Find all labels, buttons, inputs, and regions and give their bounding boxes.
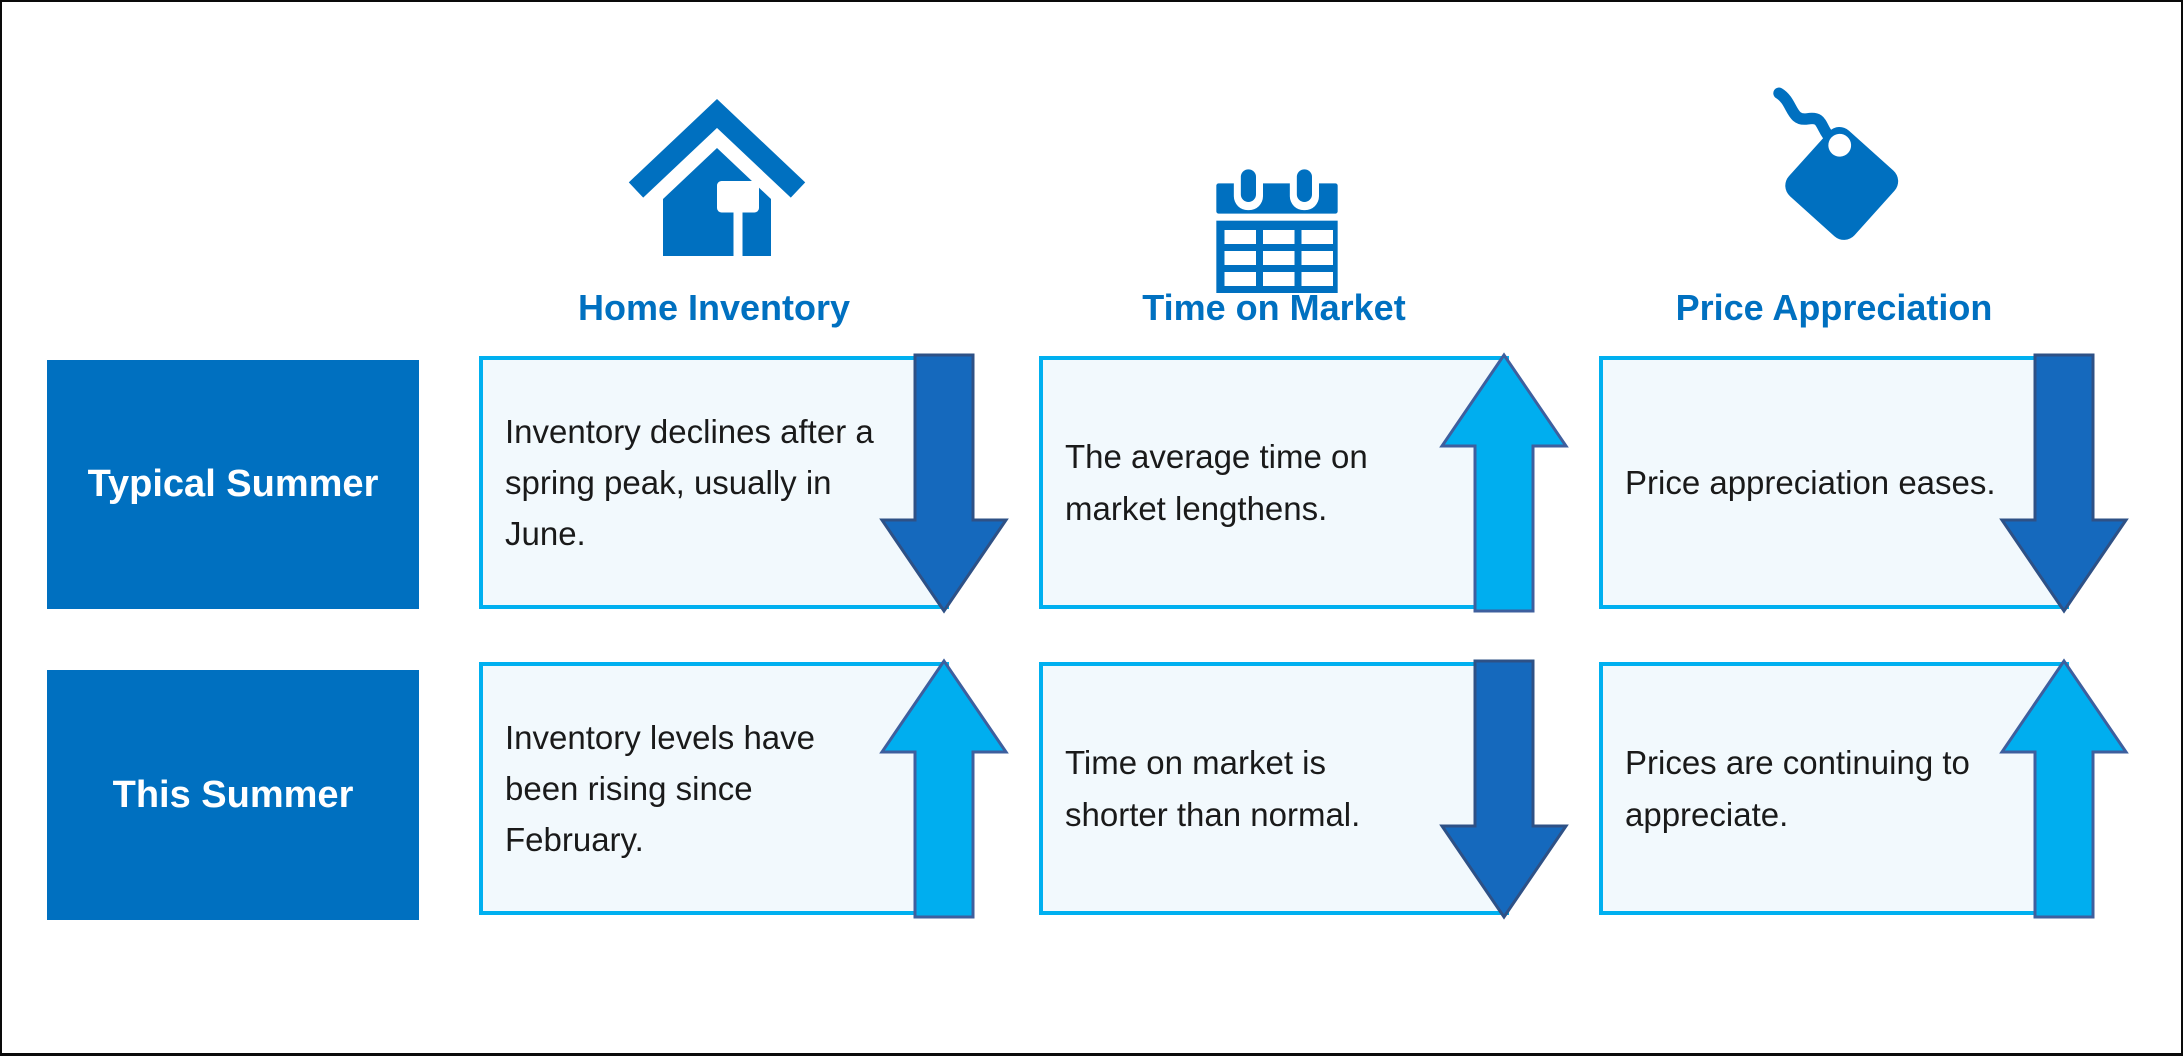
trend-arrow-icon bbox=[879, 658, 1009, 919]
cell-text: Price appreciation eases. bbox=[1625, 463, 1996, 501]
cell-text: The average time on market lengthens. bbox=[1065, 438, 1368, 527]
price-tag-icon bbox=[1772, 87, 1898, 240]
cell-text: Time on market is shorter than normal. bbox=[1065, 744, 1361, 833]
cell-text: Inventory levels have been rising since … bbox=[505, 718, 816, 859]
trend-arrow-icon bbox=[879, 353, 1009, 614]
column-label-time-on-market: Time on Market bbox=[1142, 287, 1406, 328]
column-label-home-inventory: Home Inventory bbox=[577, 287, 851, 328]
column-label-price-appreciation: Price Appreciation bbox=[1675, 287, 1993, 328]
cell-this-summer-time-on-market: Time on market is shorter than normal. bbox=[1039, 662, 1509, 915]
trend-arrow-icon bbox=[1999, 353, 2129, 614]
trend-arrow-icon bbox=[1999, 658, 2129, 919]
price-appreciation-icon-wrap bbox=[1714, 74, 1954, 264]
cell-typical-summer-home-inventory: Inventory declines after a spring peak, … bbox=[479, 356, 949, 609]
trend-arrow-icon bbox=[1439, 659, 1569, 920]
calendar-icon bbox=[1216, 163, 1338, 293]
cell-typical-summer-price-appreciation: Price appreciation eases. bbox=[1599, 356, 2069, 609]
home-inventory-icon-wrap bbox=[597, 85, 837, 275]
cell-this-summer-home-inventory: Inventory levels have been rising since … bbox=[479, 662, 949, 915]
row-header-typical-summer: Typical Summer bbox=[47, 360, 419, 609]
cell-text: Prices are continuing to appreciate. bbox=[1625, 744, 1970, 833]
cell-text: Inventory declines after a spring peak, … bbox=[505, 412, 874, 553]
house-icon bbox=[628, 99, 806, 256]
trend-arrow-icon bbox=[1439, 352, 1569, 613]
time-on-market-icon-wrap bbox=[1157, 110, 1397, 300]
cell-typical-summer-time-on-market: The average time on market lengthens. bbox=[1039, 356, 1509, 609]
row-header-this-summer: This Summer bbox=[47, 670, 419, 920]
cell-this-summer-price-appreciation: Prices are continuing to appreciate. bbox=[1599, 662, 2069, 915]
